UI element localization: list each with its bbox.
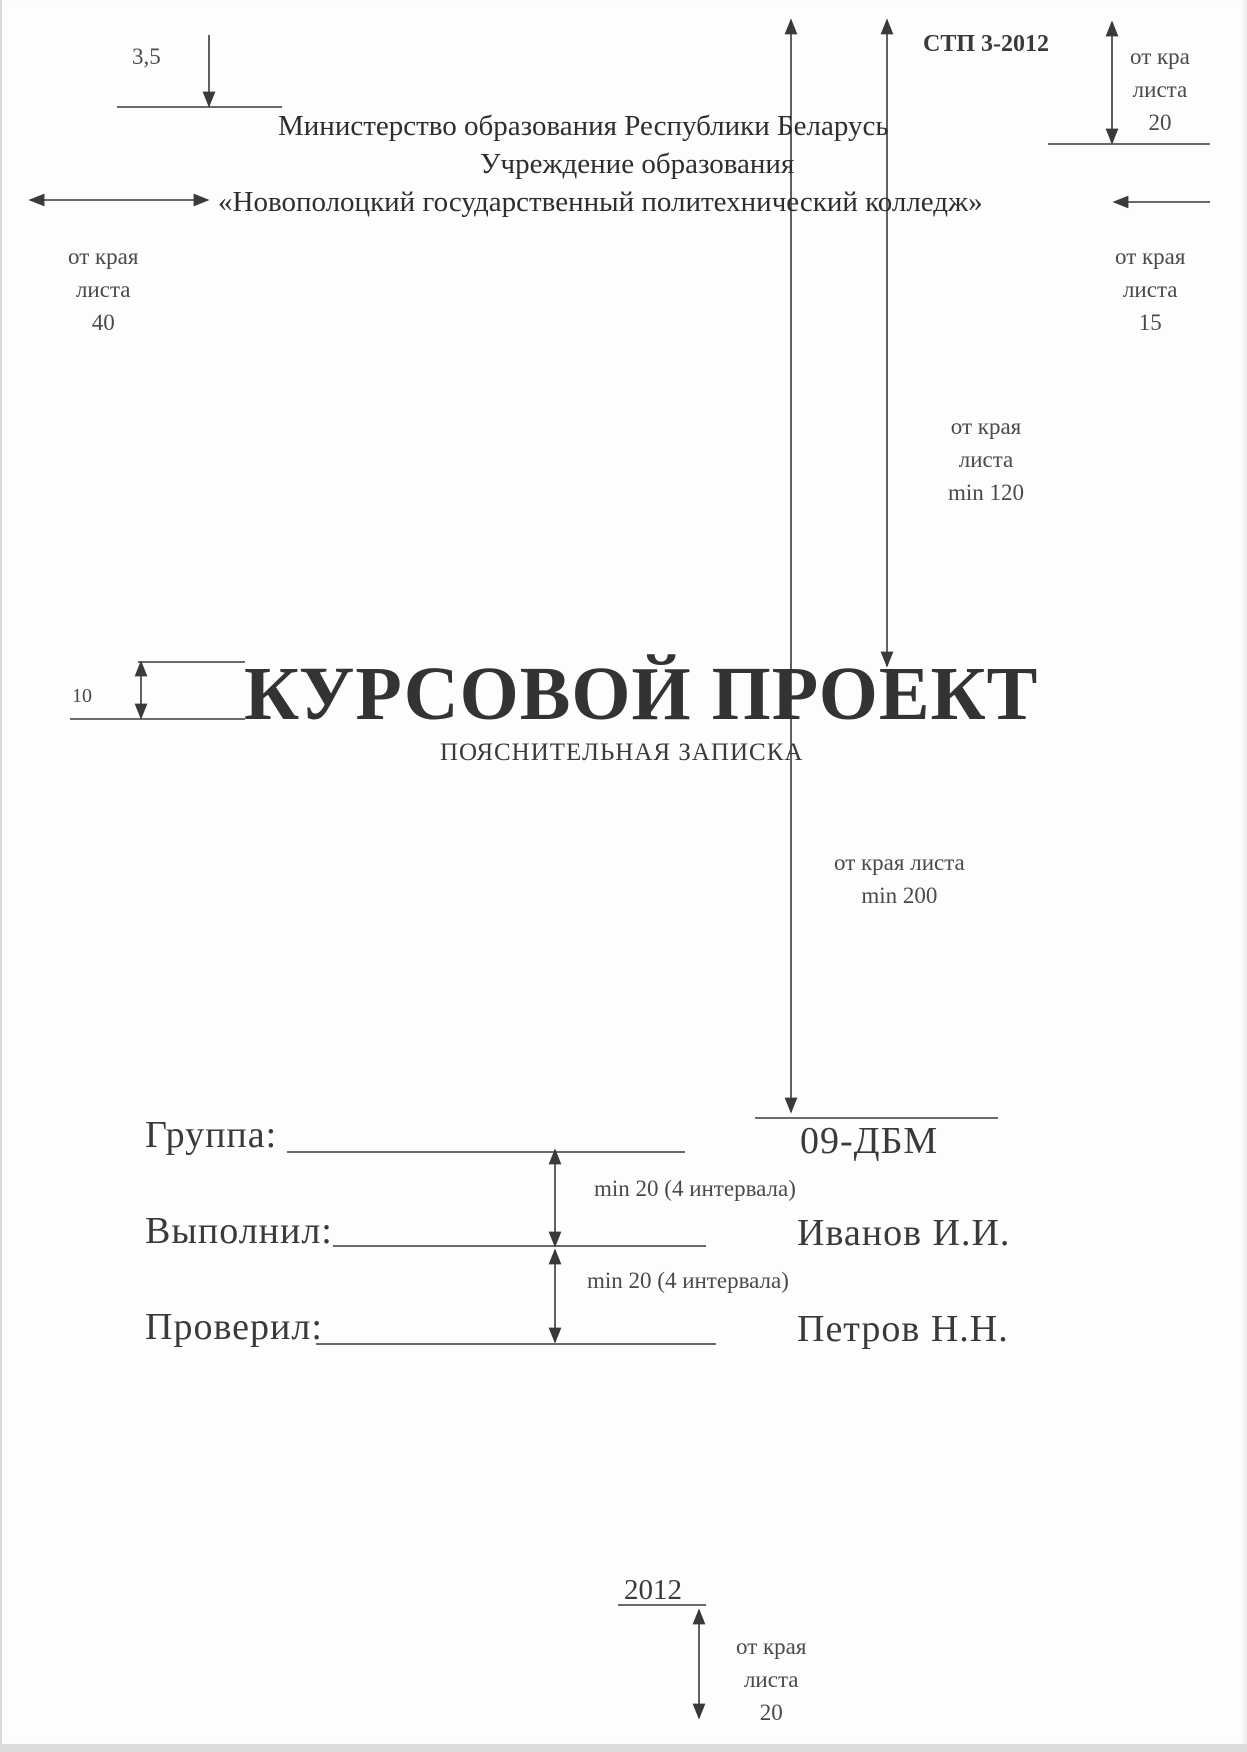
ministry-line: Министерство образования Республики Бела… (278, 110, 889, 142)
group-value: 09-ДБМ (800, 1120, 939, 1162)
institution-type-line: Учреждение образования (480, 148, 795, 180)
font-size-note: 3,5 (132, 44, 161, 69)
bottom-margin-note: от края листа 20 (736, 1634, 807, 1725)
checker-label: Проверил: (145, 1306, 323, 1348)
group-label: Группа: (145, 1114, 278, 1156)
page-subtitle: ПОЯСНИТЕЛЬНАЯ ЗАПИСКА (440, 739, 804, 766)
college-line: «Новополоцкий государственный политехнич… (218, 186, 983, 218)
year: 2012 (624, 1574, 682, 1606)
checker-value: Петров Н.Н. (797, 1308, 1009, 1350)
left-margin-note: от края листа 40 (68, 244, 139, 335)
page-title: КУРСОВОЙ ПРОЕКТ (244, 652, 1039, 736)
group-offset-note: от края листа min 200 (834, 850, 965, 908)
interval-2-note: min 20 (4 интервала) (587, 1268, 789, 1293)
standard-code: СТП 3-2012 (923, 31, 1049, 57)
executor-label: Выполнил: (145, 1210, 333, 1252)
executor-value: Иванов И.И. (797, 1212, 1011, 1254)
title-offset-note: от края листа min 120 (948, 414, 1025, 505)
title-size-note: 10 (72, 685, 92, 707)
right-margin-note: от края листа 15 (1115, 244, 1186, 335)
top-margin-note: от кра листа 20 (1130, 44, 1190, 135)
interval-1-note: min 20 (4 интервала) (594, 1176, 796, 1201)
